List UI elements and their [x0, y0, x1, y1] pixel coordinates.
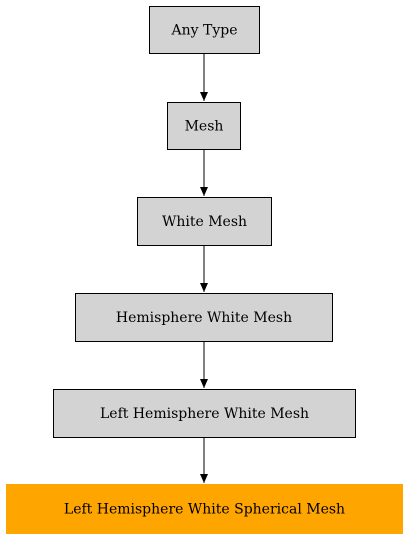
node-label: Hemisphere White Mesh [116, 310, 292, 326]
node-label: White Mesh [162, 214, 247, 230]
node-label: Left Hemisphere White Mesh [100, 406, 309, 422]
node-label: Left Hemisphere White Spherical Mesh [64, 502, 345, 518]
node-box [149, 6, 260, 54]
node-box [137, 197, 272, 246]
node-mesh: Mesh [167, 102, 241, 150]
node-label: Mesh [185, 119, 224, 135]
node-box [53, 389, 356, 438]
node-white-mesh: White Mesh [137, 197, 272, 246]
node-left-hemisphere-white-spherical-mesh: Left Hemisphere White Spherical Mesh [6, 484, 403, 534]
node-box [167, 102, 241, 150]
node-box [75, 293, 333, 342]
node-any-type: Any Type [149, 6, 260, 54]
node-left-hemisphere-white-mesh: Left Hemisphere White Mesh [53, 389, 356, 438]
node-hemisphere-white-mesh: Hemisphere White Mesh [75, 293, 333, 342]
node-label: Any Type [171, 23, 238, 39]
node-box [6, 484, 403, 534]
